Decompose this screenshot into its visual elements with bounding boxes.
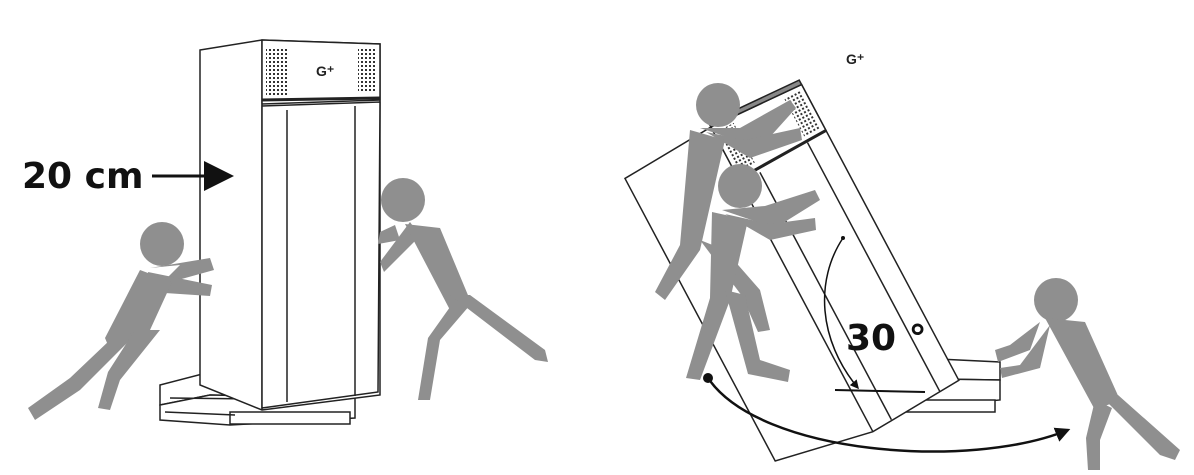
logo: G⁺ (316, 63, 334, 79)
person-pushing-icon (378, 178, 548, 400)
angle-label: 30 ° (846, 318, 927, 359)
left-panel: G⁺ 20 cm (22, 40, 548, 425)
right-panel: G⁺ 30 ° (620, 51, 1180, 475)
measurement-label: 20 cm (22, 156, 143, 197)
person-pushing-icon (995, 278, 1180, 470)
refrigerator-icon (200, 40, 380, 410)
logo: G⁺ (846, 51, 864, 67)
